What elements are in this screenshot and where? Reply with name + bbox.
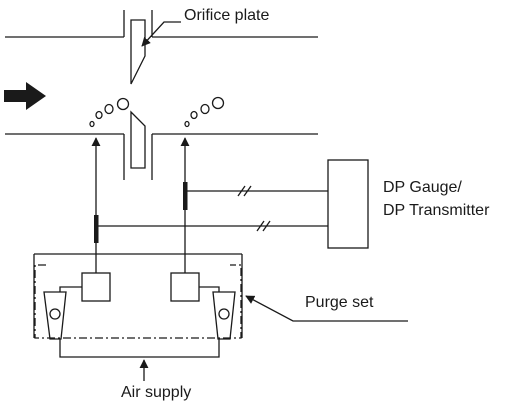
purge-set-leader: [245, 295, 408, 322]
orifice-plate-upper: [130, 19, 146, 85]
air-supply-label: Air supply: [121, 384, 192, 401]
rotameter-float-right: [218, 308, 230, 320]
swirl-circle: [116, 97, 130, 111]
dp-gauge-label-line2: DP Transmitter: [383, 202, 490, 219]
swirl-circle: [200, 103, 210, 115]
break-mark: [243, 185, 252, 197]
regulator-link-left: [59, 286, 82, 292]
break-mark: [237, 185, 246, 197]
break-mark: [262, 220, 271, 232]
rotameter-left: [43, 291, 67, 340]
tap-marker-downstream: [183, 182, 188, 210]
regulator-box-left: [81, 272, 111, 302]
swirl-circle: [190, 110, 198, 120]
air-supply-manifold: [59, 339, 220, 358]
orifice-plate-lower: [130, 110, 146, 169]
break-mark: [256, 220, 265, 232]
rotameter-float-left: [49, 308, 61, 320]
dp-gauge-box: [327, 159, 369, 249]
rotameter-right: [212, 291, 236, 340]
swirl-circle: [95, 110, 103, 120]
swirl-circle: [184, 120, 190, 128]
orifice-plate-label: Orifice plate: [184, 7, 270, 24]
flow-direction-arrow: [4, 82, 46, 110]
orifice-leader-line: [141, 21, 181, 47]
dp-gauge-label-line1: DP Gauge/: [383, 179, 462, 196]
swirl-circle: [211, 96, 225, 110]
swirl-circle: [104, 103, 114, 115]
swirl-circle: [89, 120, 95, 128]
purge-set-label: Purge set: [305, 294, 374, 311]
regulator-box-right: [170, 272, 200, 302]
regulator-link-right: [199, 286, 220, 292]
tap-marker-upstream: [94, 215, 99, 243]
purge-set-boundary: [34, 264, 242, 339]
dp-gauge-label: DP Gauge/ DP Transmitter: [383, 176, 489, 222]
